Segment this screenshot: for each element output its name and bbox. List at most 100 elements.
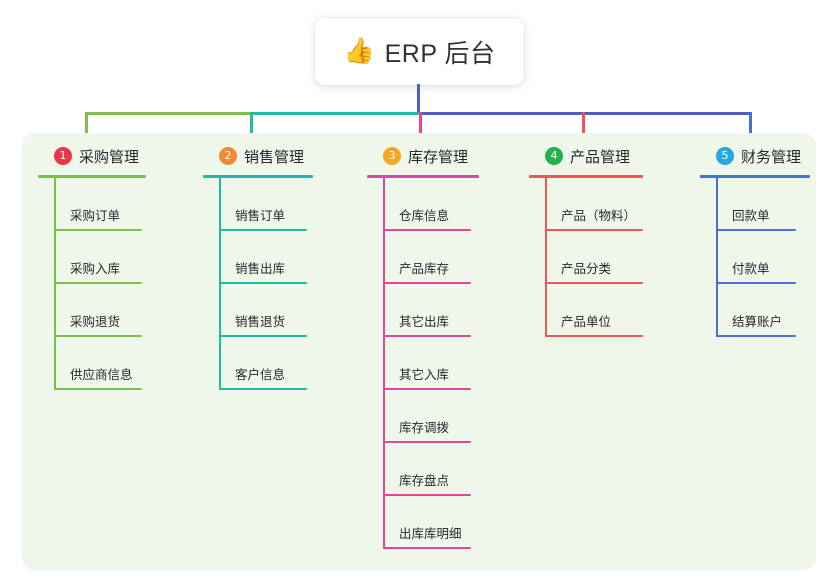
list-item-label: 仓库信息: [399, 209, 450, 223]
branch-spine: [54, 178, 56, 390]
branch-header-1[interactable]: 1 采购管理: [54, 145, 146, 167]
list-item-rule: [383, 282, 471, 284]
thumbs-up-icon: 👍: [343, 37, 375, 65]
list-item-rule: [54, 229, 142, 231]
branch-number-badge: 5: [716, 147, 734, 165]
branch-title: 销售管理: [244, 148, 305, 166]
list-item[interactable]: 付款单: [716, 231, 810, 284]
list-item-rule: [545, 282, 643, 284]
list-item-rule: [383, 229, 471, 231]
branch-header-rule: [700, 175, 810, 178]
branch-number-badge: 1: [54, 147, 72, 165]
branch-title: 采购管理: [79, 148, 140, 166]
root-node-title: ERP 后台: [384, 39, 496, 68]
branch-item-list: 产品（物料） 产品分类产品单位: [545, 178, 643, 337]
list-item-rule: [383, 335, 471, 337]
root-connector-drop: [417, 84, 420, 114]
list-item-rule: [219, 282, 307, 284]
branch-header-rule: [529, 175, 643, 178]
branch-title: 产品管理: [570, 148, 631, 166]
branch-column-3: 3 库存管理仓库信息产品库存其它出库其它入库库存调拨库存盘点出库库明细: [367, 145, 479, 549]
list-item[interactable]: 产品单位: [545, 284, 643, 337]
branch-header-2[interactable]: 2 销售管理: [219, 145, 313, 167]
list-item-rule: [383, 388, 471, 390]
list-item-label: 销售订单: [235, 209, 286, 223]
connector-drop-4: [582, 112, 585, 147]
list-item[interactable]: 产品库存: [383, 231, 479, 284]
branch-column-5: 5 财务管理回款单付款单结算账户: [700, 145, 810, 337]
connector-drop-3: [419, 112, 422, 147]
list-item[interactable]: 供应商信息: [54, 337, 146, 390]
branch-title: 库存管理: [408, 148, 469, 166]
branch-number-badge: 4: [545, 147, 563, 165]
branch-item-list: 销售订单销售出库销售退货客户信息: [219, 178, 313, 390]
list-item[interactable]: 回款单: [716, 178, 810, 231]
list-item[interactable]: 仓库信息: [383, 178, 479, 231]
list-item[interactable]: 采购退货: [54, 284, 146, 337]
connector-bus-segment-1: [85, 112, 251, 115]
list-item-label: 回款单: [732, 209, 770, 223]
list-item-rule: [54, 282, 142, 284]
list-item-rule: [716, 229, 796, 231]
branch-header-3[interactable]: 3 库存管理: [383, 145, 479, 167]
list-item[interactable]: 产品分类: [545, 231, 643, 284]
connector-drop-5: [749, 112, 752, 147]
list-item-label: 采购订单: [70, 209, 121, 223]
list-item-label: 产品（物料）: [561, 209, 637, 223]
list-item[interactable]: 其它出库: [383, 284, 479, 337]
branch-number-badge: 2: [219, 147, 237, 165]
list-item[interactable]: 其它入库: [383, 337, 479, 390]
list-item-rule: [545, 335, 643, 337]
branch-header-rule: [38, 175, 146, 178]
list-item-label: 采购退货: [70, 315, 121, 329]
connector-bus-segment-3: [419, 112, 751, 115]
branch-column-2: 2 销售管理销售订单销售出库销售退货客户信息: [203, 145, 313, 390]
list-item-label: 销售退货: [235, 315, 286, 329]
list-item-label: 产品分类: [561, 262, 612, 276]
list-item-rule: [383, 441, 471, 443]
list-item[interactable]: 销售订单: [219, 178, 313, 231]
list-item[interactable]: 采购入库: [54, 231, 146, 284]
list-item-label: 供应商信息: [70, 368, 133, 382]
branch-item-list: 回款单付款单结算账户: [716, 178, 810, 337]
list-item-label: 采购入库: [70, 262, 121, 276]
connector-bus-segment-2: [250, 112, 420, 115]
list-item-label: 库存调拨: [399, 421, 450, 435]
list-item-rule: [219, 388, 307, 390]
list-item[interactable]: 客户信息: [219, 337, 313, 390]
list-item-label: 其它出库: [399, 315, 450, 329]
list-item[interactable]: 库存盘点: [383, 443, 479, 496]
branch-number-badge: 3: [383, 147, 401, 165]
list-item[interactable]: 产品（物料）: [545, 178, 643, 231]
list-item-label: 客户信息: [235, 368, 286, 382]
list-item-rule: [716, 282, 796, 284]
list-item-label: 其它入库: [399, 368, 450, 382]
list-item-rule: [219, 335, 307, 337]
branch-title: 财务管理: [741, 148, 802, 166]
list-item-label: 出库库明细: [399, 527, 462, 541]
list-item[interactable]: 库存调拨: [383, 390, 479, 443]
connector-drop-2: [250, 112, 253, 147]
branch-spine: [716, 178, 718, 337]
list-item-rule: [383, 547, 471, 549]
root-node-card[interactable]: 👍 ERP 后台: [315, 18, 524, 85]
list-item[interactable]: 采购订单: [54, 178, 146, 231]
list-item[interactable]: 销售出库: [219, 231, 313, 284]
branch-header-4[interactable]: 4 产品管理: [545, 145, 643, 167]
list-item[interactable]: 出库库明细: [383, 496, 479, 549]
list-item-rule: [54, 335, 142, 337]
branch-spine: [545, 178, 547, 337]
branch-header-5[interactable]: 5 财务管理: [716, 145, 810, 167]
list-item-label: 产品库存: [399, 262, 450, 276]
list-item-rule: [219, 229, 307, 231]
list-item[interactable]: 销售退货: [219, 284, 313, 337]
branch-column-4: 4 产品管理产品（物料） 产品分类产品单位: [529, 145, 643, 337]
branch-item-list: 采购订单采购入库采购退货供应商信息: [54, 178, 146, 390]
branch-spine: [383, 178, 385, 549]
branch-spine: [219, 178, 221, 390]
branch-header-rule: [203, 175, 313, 178]
list-item-rule: [545, 229, 643, 231]
list-item-rule: [383, 494, 471, 496]
list-item[interactable]: 结算账户: [716, 284, 810, 337]
